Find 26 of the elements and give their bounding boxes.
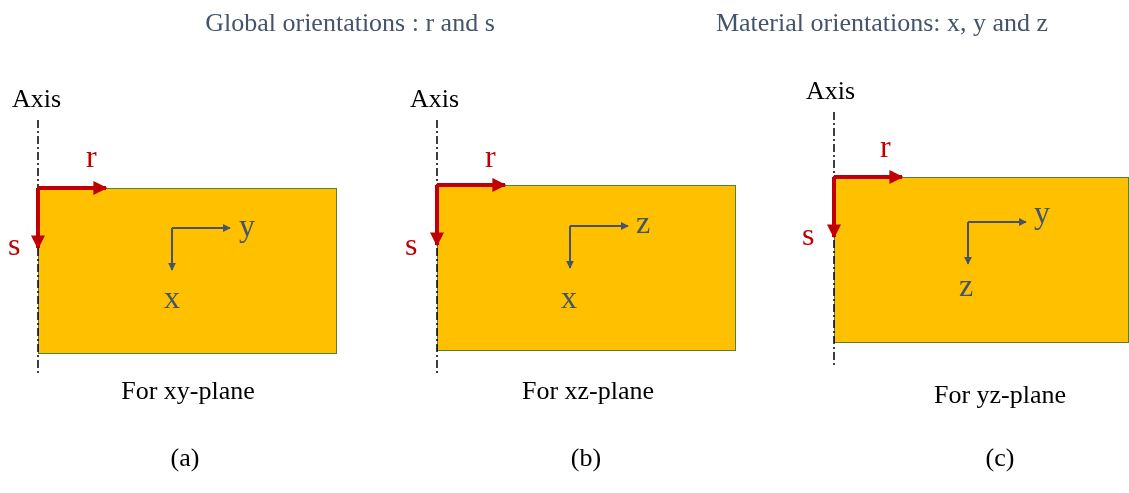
heading: Material orientations: x, y and z [715, 10, 1049, 36]
material-block [437, 185, 736, 351]
heading: Global orientations : r and s [205, 10, 495, 36]
material-axis-label: z [636, 206, 651, 238]
orientation-label: r [86, 140, 97, 172]
axis-label: Axis [410, 86, 460, 112]
plane-caption: For xy-plane [121, 378, 255, 404]
orientation-label: s [802, 218, 815, 250]
material-axis-label: y [239, 209, 255, 241]
material-block [834, 177, 1129, 343]
material-axis-label: y [1034, 196, 1050, 228]
material-block [38, 188, 337, 354]
subfigure-label: (c) [985, 445, 1015, 471]
plane-caption: For yz-plane [933, 382, 1067, 408]
orientation-label: s [405, 228, 418, 260]
subfigure-label: (b) [570, 445, 602, 471]
subfigure-label: (a) [170, 445, 200, 471]
orientation-label: r [485, 140, 496, 172]
axis-label: Axis [806, 78, 856, 104]
axis-label: Axis [12, 86, 62, 112]
material-axis-label: x [561, 281, 577, 313]
orientation-label: s [8, 228, 21, 260]
orientation-label: r [880, 130, 891, 162]
material-axis-label: x [164, 281, 180, 313]
material-axis-label: z [959, 269, 974, 301]
plane-caption: For xz-plane [521, 378, 655, 404]
